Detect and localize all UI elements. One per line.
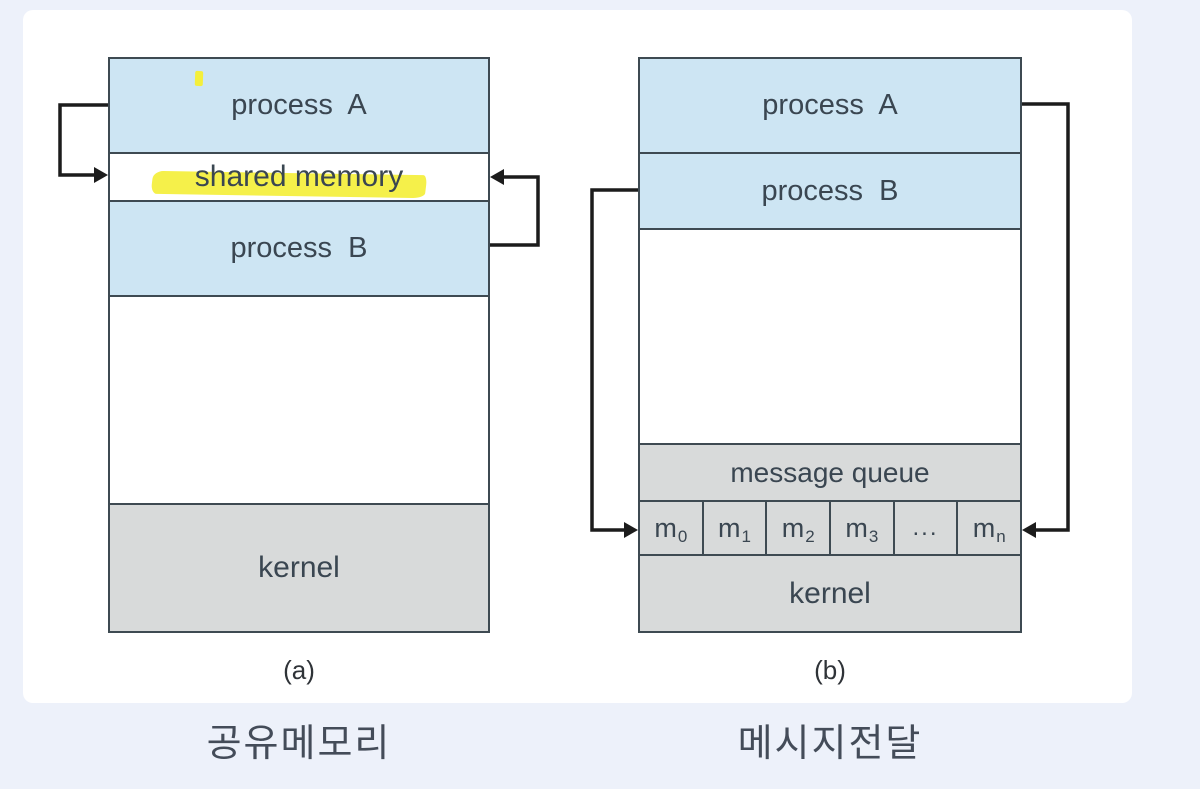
process-b-label: process B — [761, 174, 899, 207]
diagram-b-process-b-section: process B — [640, 154, 1020, 230]
diagram-a-process-b-section: process B — [110, 202, 488, 297]
cell-base: m — [654, 512, 677, 543]
kernel-label: kernel — [258, 551, 340, 584]
figure-label-a: (a) — [283, 655, 315, 685]
caption-shared-memory: 공유메모리 — [206, 723, 392, 765]
process-a-label: process A — [231, 89, 367, 121]
diagram-a-kernel-section: kernel — [110, 505, 488, 631]
cell-base: m — [781, 512, 805, 543]
message-queue-label: message queue — [730, 456, 930, 488]
cell-base: m — [845, 512, 868, 543]
cell-base: m — [972, 512, 996, 543]
cell-subscript: 2 — [805, 527, 815, 546]
process-a-label: process A — [762, 89, 898, 121]
diagram-a-user-space-section — [110, 297, 488, 505]
diagram-b-process-a-section: process A — [640, 59, 1020, 154]
kernel-label: kernel — [789, 576, 871, 610]
process-b-label: process B — [230, 232, 368, 264]
diagram-b-message-queue-section: message queue — [640, 445, 1020, 502]
cell-subscript: 0 — [677, 527, 688, 546]
yellow-tick-mark — [194, 70, 204, 87]
figure-label-b: (b) — [814, 655, 846, 685]
message-cell-ellipsis: ... — [895, 502, 959, 554]
cell-subscript: n — [996, 527, 1006, 546]
diagram-a-process-a-section: process A — [110, 59, 488, 154]
diagram-a-shared-memory-section: shared memory — [110, 154, 488, 202]
shared-memory-label: shared memory — [194, 160, 404, 193]
caption-message-passing: 메시지전달 — [737, 723, 923, 765]
diagram-b-kernel-section: kernel — [640, 556, 1020, 631]
diagram-b-user-space-section — [640, 230, 1020, 445]
cell-subscript: 3 — [868, 527, 879, 546]
diagram-a-shared-memory-model: process A shared memory process B kernel — [108, 57, 490, 633]
cell-base: m — [718, 512, 741, 543]
cell-subscript: 1 — [741, 527, 751, 546]
cell-base: ... — [912, 514, 939, 541]
